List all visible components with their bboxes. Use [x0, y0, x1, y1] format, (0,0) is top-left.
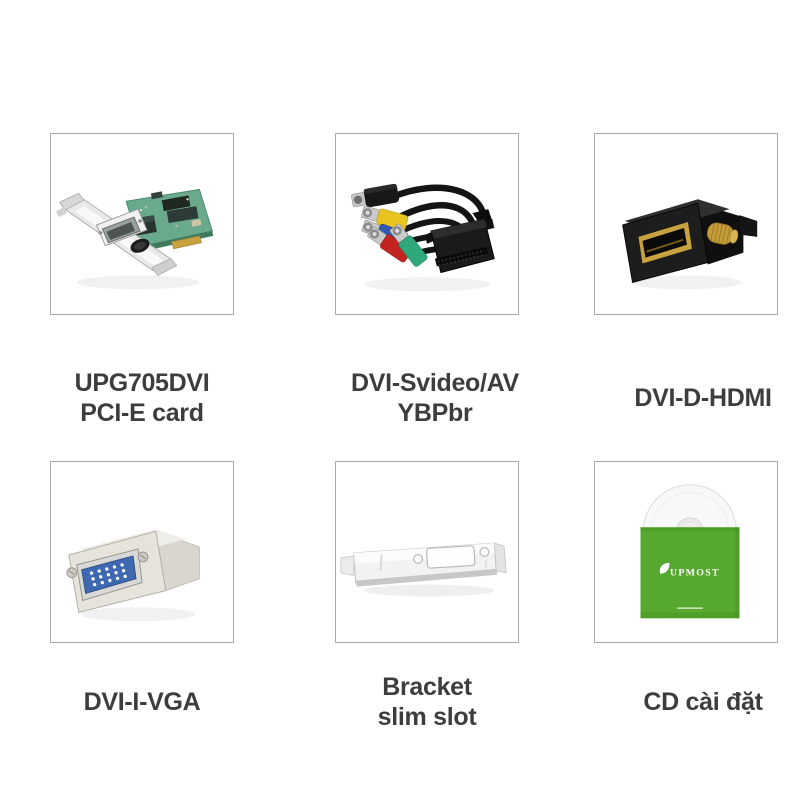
tile-slim-slot-bracket: Bracket slim slot — [335, 461, 519, 732]
brand-leaf-icon — [659, 562, 670, 574]
product-caption: DVI-I-VGA — [50, 672, 234, 732]
bnc-red-connector — [367, 226, 412, 263]
cd-sleeve: UPMOST — [640, 527, 740, 619]
product-caption: DVI-D-HDMI — [611, 368, 795, 428]
breakout-cable-image — [351, 183, 495, 292]
caption-line-1: DVI-I-VGA — [83, 688, 201, 716]
dvi-vga-adapter-image — [66, 529, 200, 622]
caption-line-2: slim slot — [377, 703, 477, 731]
dvi-port — [95, 208, 150, 253]
caption-line-1: UPG705DVI — [74, 369, 210, 397]
pcie-card-photo — [50, 133, 234, 315]
caption-line-1: DVI-D-HDMI — [634, 384, 772, 412]
bnc-green-connector — [389, 223, 428, 267]
tile-dvi-svideo-av-ybpbr-cable: DVI-Svideo/AV YBPbr — [335, 133, 519, 428]
pcie-gold-edge — [171, 235, 202, 250]
cd-photo: UPMOST — [594, 461, 778, 643]
svideo-connector — [351, 183, 400, 208]
tile-dvi-d-hdmi-adapter: DVI-D-HDMI — [594, 133, 778, 428]
breakout-cable-photo — [335, 133, 519, 315]
product-caption: UPG705DVI PCI-E card — [50, 368, 234, 428]
product-caption: DVI-Svideo/AV YBPbr — [343, 368, 527, 428]
tile-upg705dvi-pcie-card: UPG705DVI PCI-E card — [50, 133, 234, 428]
cd-image: UPMOST — [640, 484, 740, 619]
dvi-hdmi-adapter-photo — [594, 133, 778, 315]
tile-dvi-i-vga-adapter: DVI-I-VGA — [50, 461, 234, 732]
caption-line-2: PCI-E card — [80, 399, 204, 427]
pcie-card-image — [55, 188, 214, 290]
pcb-board — [125, 188, 214, 252]
caption-line-2: YBPbr — [397, 399, 473, 427]
caption-line-1: Bracket — [382, 673, 472, 701]
dvi-cutout — [426, 545, 476, 569]
screw-hole — [413, 553, 424, 564]
sleeve-url-text — [677, 607, 703, 609]
dvi-connector — [425, 209, 495, 274]
caption-line-1: DVI-Svideo/AV — [351, 369, 519, 397]
caption-line-1: CD cài đặt — [643, 688, 763, 716]
vga-port — [66, 548, 149, 602]
dvi-hdmi-adapter-image — [622, 199, 758, 290]
bracket-photo — [335, 461, 519, 643]
brand-text: UPMOST — [670, 568, 720, 579]
tile-installation-cd: UPMOST CD cài đặt — [594, 461, 778, 732]
product-caption: CD cài đặt — [611, 672, 795, 732]
bracket-image — [340, 542, 507, 597]
hdmi-port — [638, 222, 692, 264]
screw-hole — [479, 547, 490, 557]
gold-thumbscrew — [706, 222, 739, 245]
dvi-vga-adapter-photo — [50, 461, 234, 643]
product-caption: Bracket slim slot — [335, 672, 519, 732]
